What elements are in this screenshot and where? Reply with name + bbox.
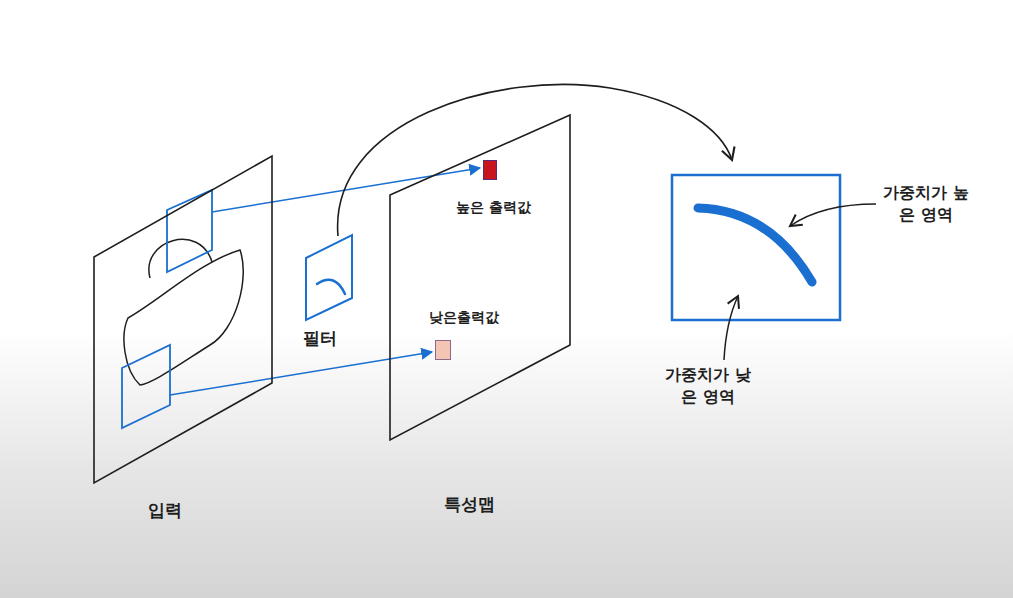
- filter-outline: [305, 234, 353, 322]
- plane-edge: [94, 156, 272, 483]
- node-label: 높은 출력값: [456, 199, 531, 216]
- feature-map-plane-outline: [389, 114, 571, 442]
- input-plane: 입력: [93, 155, 273, 485]
- node-label: 낮은출력값: [429, 309, 499, 326]
- node-label: 입력: [148, 500, 182, 520]
- leader-line: [790, 204, 876, 226]
- leader-line: [724, 296, 738, 360]
- feature-map-plane: 특성맵높은 출력값낮은출력값: [389, 114, 571, 442]
- enlarged-filter: [672, 175, 840, 320]
- projection-arrow: [170, 352, 432, 395]
- plane-edge: [390, 115, 570, 440]
- filter-stroke: [698, 208, 812, 282]
- body-outline: [124, 250, 243, 385]
- filter-stroke: [317, 280, 345, 294]
- filter: 필터: [305, 234, 353, 322]
- node-label: 필터: [303, 328, 337, 348]
- input-plane-outline: [93, 155, 273, 485]
- receptive-field: [122, 345, 170, 428]
- node-label: 특성맵: [444, 494, 495, 514]
- callout-label: 가중치가 높은 영역: [880, 182, 972, 225]
- plane-edge: [306, 235, 352, 320]
- low-output-cell: 낮은출력값: [435, 340, 451, 360]
- head-outline: [149, 239, 212, 278]
- projection-arrow: [212, 168, 480, 212]
- callout-label: 가중치가 낮은 영역: [660, 364, 756, 407]
- high-output-cell: 높은 출력값: [483, 160, 497, 180]
